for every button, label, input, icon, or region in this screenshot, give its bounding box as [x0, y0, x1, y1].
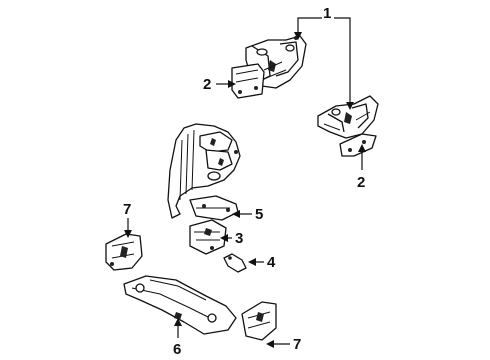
transmission-housing: [167, 123, 241, 219]
callout-7-left: 7: [123, 201, 131, 218]
mount-bracket-left: [105, 233, 143, 271]
transmission-mount-upper: [189, 195, 239, 221]
callout-3: 3: [235, 230, 243, 247]
callout-4: 4: [267, 254, 276, 271]
mount-bracket-right: [241, 301, 277, 341]
transmission-mount-insulator: [189, 219, 227, 255]
insulator-pad-upper: [231, 63, 265, 99]
callout-2-upper: 2: [203, 76, 211, 93]
bracket-right: [339, 133, 377, 157]
callout-1: 1: [323, 5, 331, 22]
engine-mount-right: [317, 95, 379, 139]
callout-2-right: 2: [357, 174, 365, 191]
callout-7-right: 7: [293, 336, 301, 353]
crossmember: [123, 275, 237, 335]
callout-6: 6: [173, 341, 181, 358]
callout-5: 5: [255, 206, 263, 223]
leader-lines: [124, 17, 366, 348]
strap-clip: [223, 253, 247, 273]
